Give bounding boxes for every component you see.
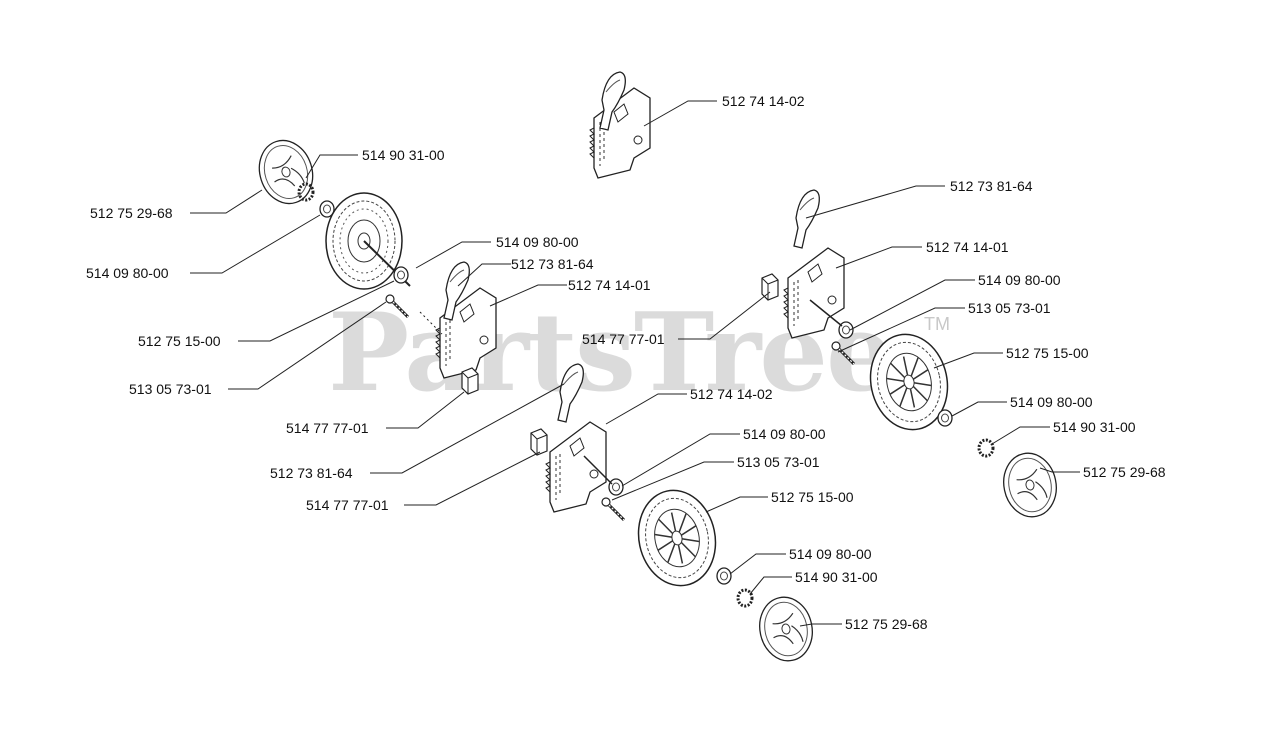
label-part-b9: 512 75 29-68 <box>1083 464 1166 480</box>
label-part-b3: 514 09 80-00 <box>978 272 1061 288</box>
label-part-b4: 513 05 73-01 <box>968 300 1051 316</box>
label-part-a10: 512 73 81-64 <box>270 465 353 481</box>
label-part-a7: 512 75 15-00 <box>138 333 221 349</box>
label-part-b1: 512 73 81-64 <box>950 178 1033 194</box>
leader-lines <box>190 100 1080 627</box>
label-part-a6: 512 74 14-01 <box>568 277 651 293</box>
left-assembly <box>250 132 497 395</box>
label-part-a3: 512 75 29-68 <box>90 205 173 221</box>
label-part-a5: 512 73 81-64 <box>511 256 594 272</box>
label-part-b7: 514 09 80-00 <box>1010 394 1093 410</box>
label-part-c7: 514 90 31-00 <box>795 569 878 585</box>
label-part-c3: 513 05 73-01 <box>737 454 820 470</box>
label-part-c1: 512 74 14-02 <box>690 386 773 402</box>
label-part-a1: 512 74 14-02 <box>722 93 805 109</box>
label-part-b6: 512 75 15-00 <box>1006 345 1089 361</box>
label-part-a2: 514 90 31-00 <box>362 147 445 163</box>
watermark-trademark: TM <box>924 314 950 334</box>
label-part-b8: 514 90 31-00 <box>1053 419 1136 435</box>
label-part-a9: 514 77 77-01 <box>286 420 369 436</box>
right-assembly <box>761 189 1063 523</box>
label-part-b5: 514 77 77-01 <box>582 331 665 347</box>
label-part-c6: 514 09 80-00 <box>789 546 872 562</box>
label-part-a8: 513 05 73-01 <box>129 381 212 397</box>
top-bracket-assembly <box>589 71 651 179</box>
label-part-a4: 514 09 80-00 <box>86 265 169 281</box>
label-part-c5: 512 75 15-00 <box>771 489 854 505</box>
label-part-c8: 512 75 29-68 <box>845 616 928 632</box>
label-part-c4: 514 77 77-01 <box>306 497 389 513</box>
center-assembly <box>530 363 819 667</box>
label-part-b2: 512 74 14-01 <box>926 239 1009 255</box>
label-part-c2: 514 09 80-00 <box>743 426 826 442</box>
label-part-a4b: 514 09 80-00 <box>496 234 579 250</box>
